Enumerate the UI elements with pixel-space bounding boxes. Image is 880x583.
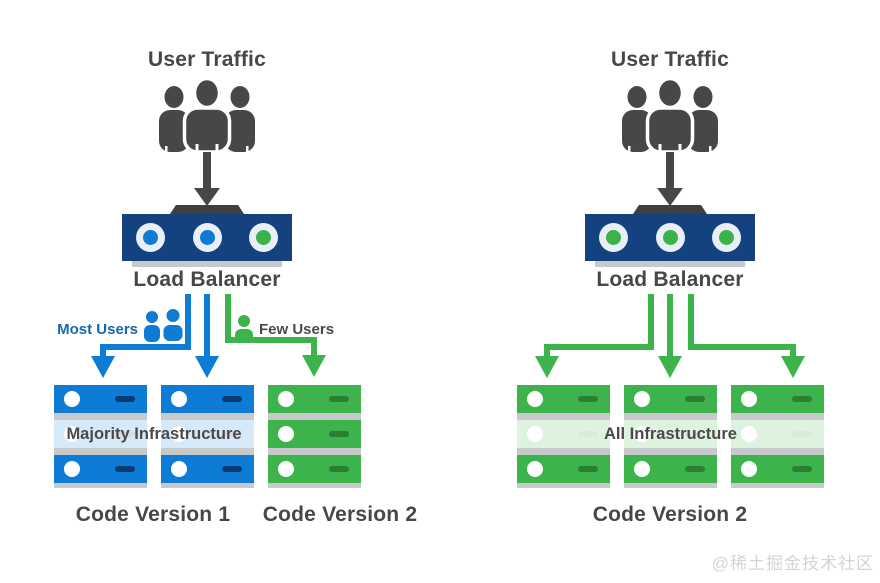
traffic-down-arrow-shaft [203,152,211,188]
server-light-icon [527,391,543,407]
watermark-text: @稀土掘金技术社区 [711,554,874,573]
server-light-icon [171,391,187,407]
lb-port-icon [136,223,165,252]
server-vent-icon [578,466,598,472]
left-load-balancer-label: Load Balancer [133,268,281,291]
server-light-icon [634,461,650,477]
traffic-down-arrow-shaft [666,152,674,188]
few-users-label: Few Users [259,321,335,338]
traffic-down-arrow-head [194,188,220,206]
server-stack [268,385,361,488]
lb-port-icon [192,223,222,252]
server-unit [54,455,147,483]
left-load-balancer-box [122,214,292,261]
server-vent-icon [115,466,135,472]
server-unit [624,455,717,483]
server-vent-icon [792,466,812,472]
server-unit [268,385,361,413]
right-routing-arrows [535,294,805,378]
lb-port-light [719,230,734,245]
server-vent-icon [222,396,242,402]
user-group-icon [159,80,255,152]
right-load-balancer-box [585,214,755,261]
server-light-icon [64,461,80,477]
server-light-icon [741,391,757,407]
server-light-icon [527,461,543,477]
lb-port-icon [249,223,278,252]
lb-port-light [143,230,158,245]
right-user-traffic-title: User Traffic [611,48,729,71]
server-light-icon [278,391,294,407]
server-unit [517,455,610,483]
majority-infrastructure-band: Majority Infrastructure [54,420,254,448]
server-light-icon [64,391,80,407]
server-unit [731,385,824,413]
right-load-balancer-label: Load Balancer [596,268,744,291]
most-users-label: Most Users [57,321,138,338]
all-infrastructure-label: All Infrastructure [604,424,737,443]
all-infrastructure-band: All Infrastructure [517,420,824,448]
majority-infrastructure-label: Majority Infrastructure [66,424,242,443]
server-unit [268,455,361,483]
lb-port-light [662,230,678,245]
load-balancer-shadow [132,261,282,267]
server-unit [161,385,254,413]
server-vent-icon [222,466,242,472]
left-user-traffic-title: User Traffic [148,48,266,71]
server-vent-icon [329,466,349,472]
server-unit [54,385,147,413]
lb-port-light [606,230,621,245]
server-vent-icon [685,396,705,402]
lb-port-icon [599,223,628,252]
lb-port-light [256,230,271,245]
lb-port-icon [655,223,685,252]
right-caption-code-version-2: Code Version 2 [592,503,748,526]
server-vent-icon [115,396,135,402]
lb-port-icon [712,223,741,252]
server-light-icon [171,461,187,477]
left-routing-arrows [91,294,326,378]
server-unit [268,420,361,448]
left-caption-code-version-1: Code Version 1 [75,503,231,526]
server-unit [624,385,717,413]
server-light-icon [741,461,757,477]
server-vent-icon [329,431,349,437]
server-unit [161,455,254,483]
most-users-icon [144,308,185,342]
load-balancer-intake [170,205,244,214]
user-group-icon [622,80,718,152]
server-vent-icon [329,396,349,402]
load-balancer-intake [633,205,707,214]
server-vent-icon [685,466,705,472]
server-unit [731,455,824,483]
lb-port-light [199,230,215,245]
server-light-icon [278,426,294,442]
traffic-down-arrow-head [657,188,683,206]
few-users-icon [235,315,253,342]
load-balancer-shadow [595,261,745,267]
server-vent-icon [578,396,598,402]
server-light-icon [634,391,650,407]
server-unit [517,385,610,413]
server-light-icon [278,461,294,477]
left-caption-code-version-2: Code Version 2 [262,503,418,526]
server-vent-icon [792,396,812,402]
